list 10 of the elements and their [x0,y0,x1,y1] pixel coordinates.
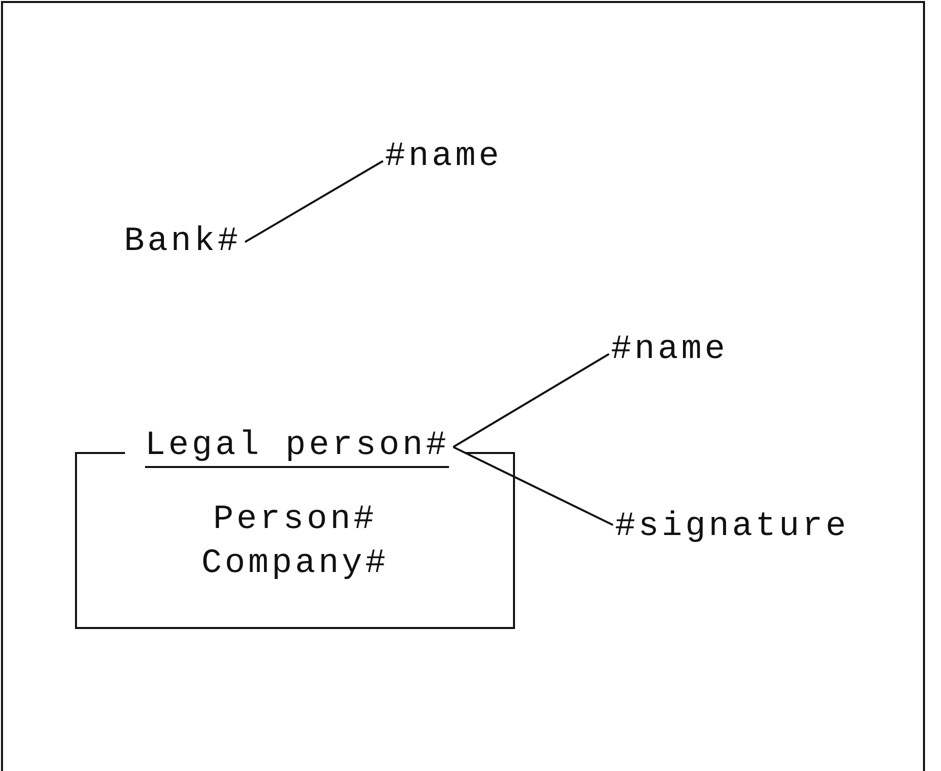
attribute-label: #name [385,137,502,177]
subclass-name: Person# [212,500,378,540]
attribute-label: Bank# [124,222,242,262]
subclass-name: Company# [200,544,390,584]
connector-line [244,160,384,243]
connector-line [452,353,610,448]
class-heading: Legal person# [145,426,450,468]
attribute-label: #name [611,330,728,370]
connector-line [452,446,614,526]
attribute-label: #signature [615,507,850,547]
